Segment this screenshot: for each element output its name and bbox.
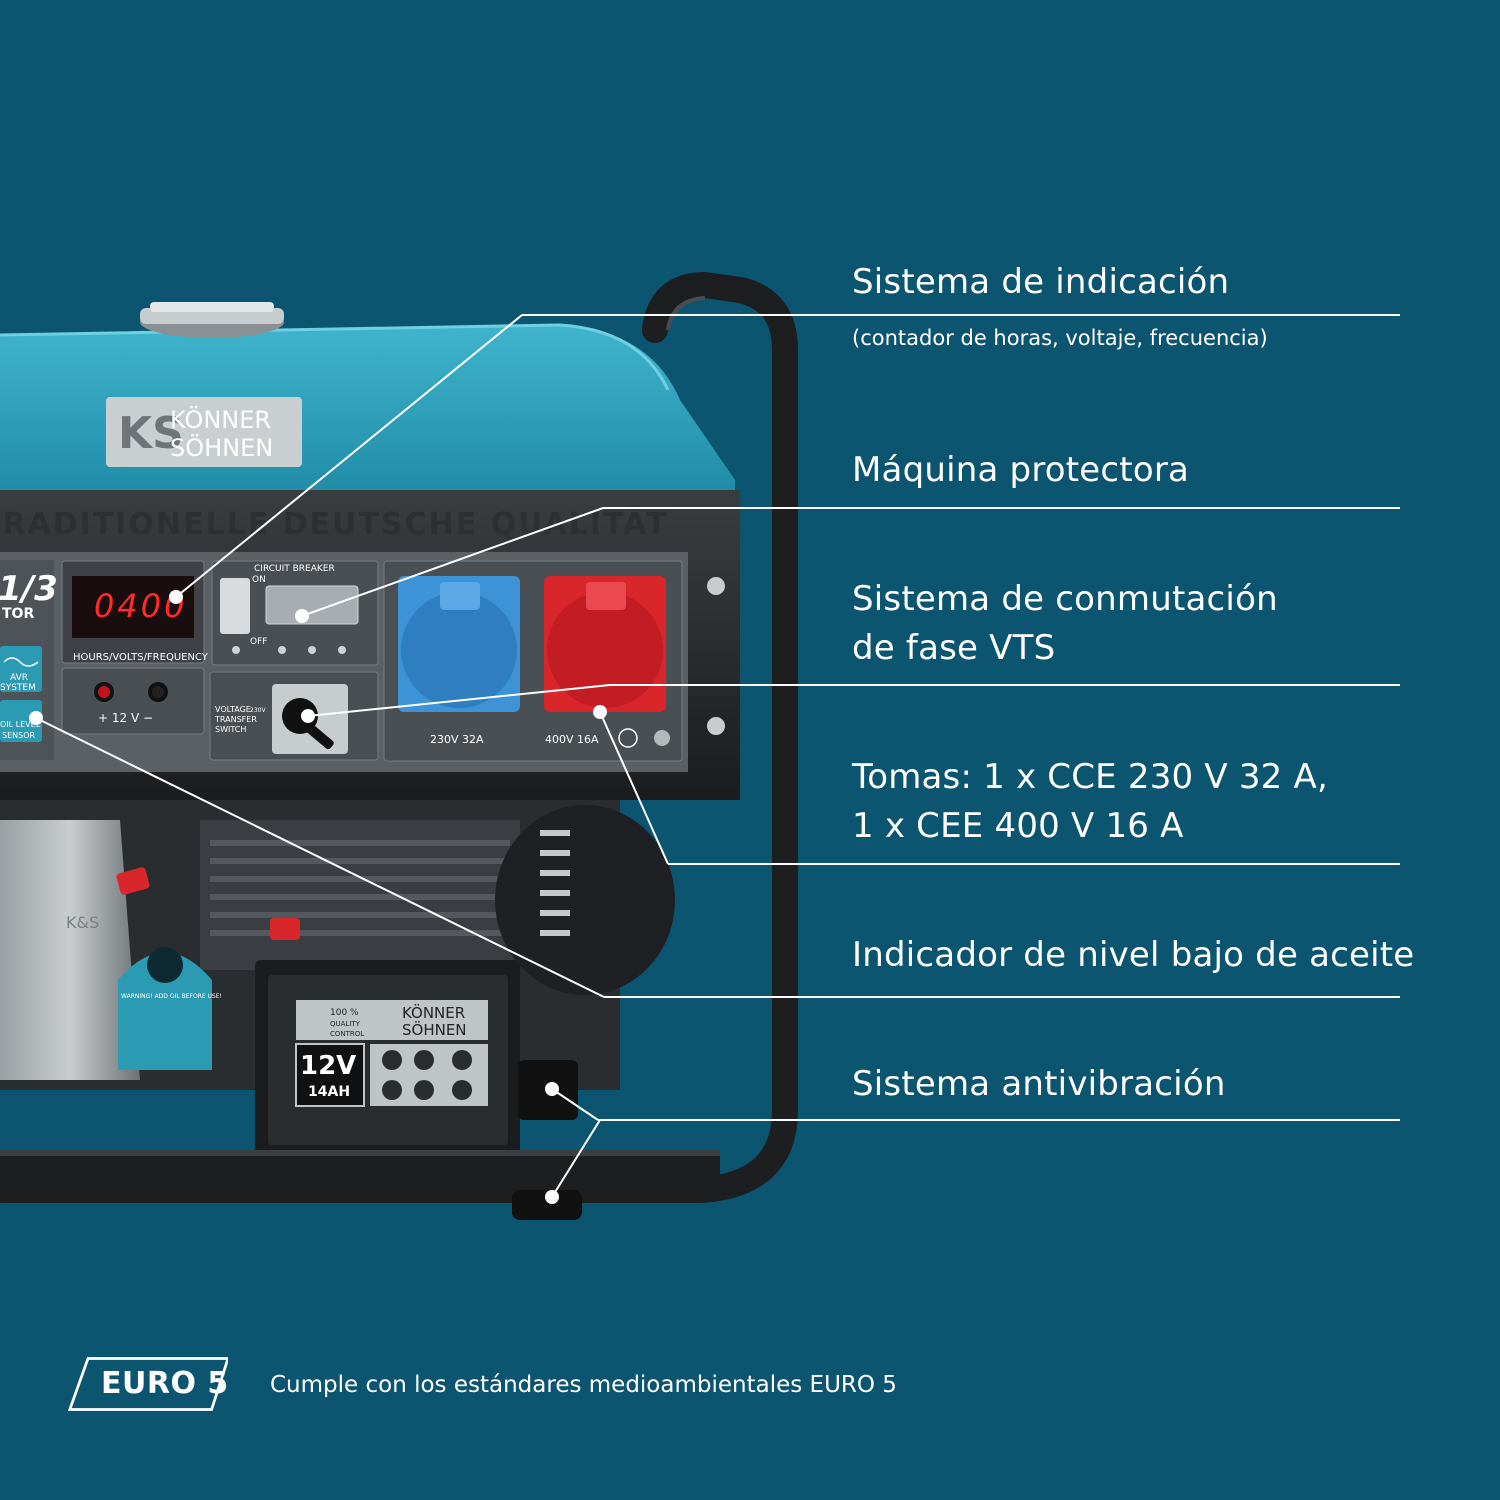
callout-antivibration-title: Sistema antivibración <box>852 1064 1226 1104</box>
model-sub: TOR <box>2 606 34 622</box>
frame-bottom-rail <box>0 1150 720 1202</box>
callout-rule-antivibration <box>598 1119 1400 1121</box>
svg-text:KS: KS <box>118 408 184 459</box>
socket-230v-label: 230V 32A <box>430 733 484 746</box>
svg-text:SENSOR: SENSOR <box>2 731 35 740</box>
callout-oil-title: Indicador de nivel bajo de aceite <box>852 935 1415 975</box>
meter-reading: 0400 <box>94 587 187 625</box>
battery-capacity: 14AH <box>308 1084 350 1100</box>
alternator <box>495 805 675 995</box>
svg-text:230V: 230V <box>250 707 266 714</box>
dc-label: + 12 V − <box>98 711 153 725</box>
svg-text:SYSTEM: SYSTEM <box>0 683 36 693</box>
callout-vts-line1: Sistema de conmutación <box>852 579 1278 619</box>
oil-warning-tag <box>118 952 212 1070</box>
breaker-switch <box>220 578 250 634</box>
callout-sockets-line1: Tomas: 1 x CCE 230 V 32 A, <box>852 757 1328 797</box>
tank-brand-plate <box>106 397 302 467</box>
model-fragment: 1/3 <box>0 569 58 609</box>
svg-text:CIRCUIT BREAKER: CIRCUIT BREAKER <box>254 564 335 574</box>
callout-rule-sockets <box>668 863 1400 865</box>
svg-text:OIL LEVEL: OIL LEVEL <box>0 720 41 729</box>
svg-text:TRANSFER: TRANSFER <box>214 715 257 724</box>
callout-rule-oil <box>604 996 1400 998</box>
callout-rule-indication <box>522 314 1400 316</box>
callout-vts-line2: de fase VTS <box>852 628 1056 668</box>
callout-dots <box>29 590 607 1204</box>
callout-leader-lines <box>35 314 669 1198</box>
frame-handle <box>0 271 798 1203</box>
callout-indication-title: Sistema de indicación <box>852 262 1230 302</box>
euro5-description: Cumple con los estándares medioambiental… <box>270 1372 897 1398</box>
callout-rule-vts <box>610 684 1400 686</box>
callout-indication-subtitle: (contador de horas, voltaje, frecuencia) <box>852 326 1268 350</box>
tank-brand-line2: SÖHNEN <box>170 433 273 462</box>
embossed-slogan: TRADITIONELLE DEUTSCHE QUALITÄT <box>0 506 669 542</box>
ground-symbol-icon <box>618 728 638 748</box>
breaker-window <box>265 585 359 625</box>
svg-text:AVR: AVR <box>10 673 28 683</box>
meter-caption: HOURS/VOLTS/FREQUENCY <box>73 652 209 663</box>
svg-text:OFF: OFF <box>250 637 267 647</box>
battery-voltage: 12V <box>300 1051 356 1081</box>
svg-text:QUALITY: QUALITY <box>330 1020 361 1028</box>
svg-text:KÖNNER: KÖNNER <box>402 1003 465 1022</box>
callout-sockets-line2: 1 x CEE 400 V 16 A <box>852 806 1184 846</box>
callout-rule-breaker <box>603 507 1400 509</box>
svg-text:SÖHNEN: SÖHNEN <box>402 1020 467 1039</box>
callout-breaker-title: Máquina protectora <box>852 450 1190 490</box>
svg-text:ON: ON <box>252 575 266 585</box>
tank-brand-line1: KÖNNER <box>170 405 271 434</box>
oil-sensor-badge <box>0 700 42 742</box>
svg-text:VOLTAGE: VOLTAGE <box>215 705 251 714</box>
socket-400v-label: 400V 16A <box>545 733 599 746</box>
svg-text:100 %: 100 % <box>330 1008 359 1018</box>
engine-stamp: K&S <box>66 913 99 932</box>
svg-text:WARNING! ADD OIL BEFORE USE!: WARNING! ADD OIL BEFORE USE! <box>121 993 222 1000</box>
svg-text:SWITCH: SWITCH <box>215 725 246 734</box>
svg-text:CONTROL: CONTROL <box>330 1030 364 1038</box>
euro5-badge-frame <box>68 1357 228 1411</box>
euro5-badge: EURO 5 <box>101 1366 229 1401</box>
